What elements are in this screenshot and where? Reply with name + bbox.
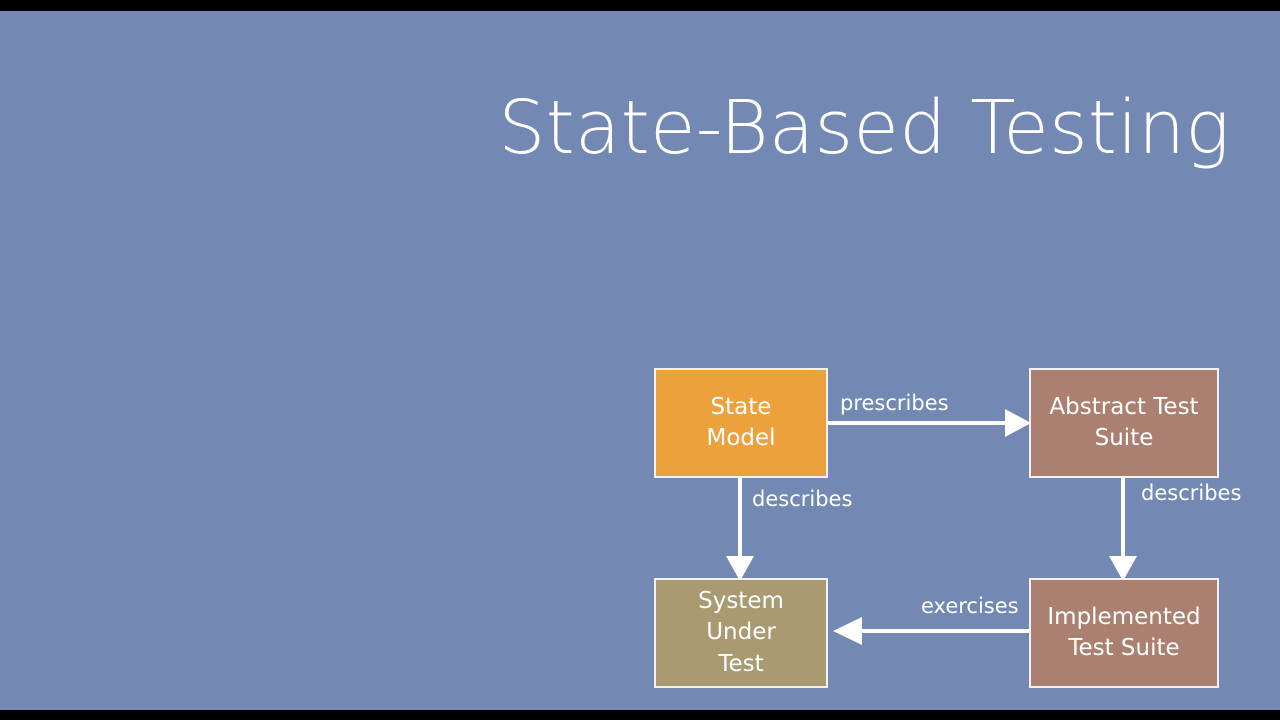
node-abstract-test-suite-label: Abstract Test Suite	[1049, 392, 1198, 454]
node-state-model-line2: Model	[706, 425, 776, 451]
node-system-under-test[interactable]: System Under Test	[654, 578, 828, 688]
node-system-under-test-label: System Under Test	[664, 586, 818, 679]
node-implemented-test-suite-line2: Test Suite	[1068, 635, 1180, 661]
node-abstract-test-suite[interactable]: Abstract Test Suite	[1029, 368, 1219, 478]
node-abstract-test-suite-line1: Abstract Test	[1049, 393, 1199, 420]
node-system-under-test-line2: Test	[718, 650, 764, 677]
node-implemented-test-suite-line1: Implemented	[1047, 603, 1201, 630]
edge-describes-left	[726, 478, 754, 581]
node-state-model-label: State Model	[706, 392, 775, 454]
state-based-testing-diagram: State Model Abstract Test Suite System U…	[0, 11, 1280, 710]
slide-canvas: State-Based Testing	[0, 11, 1280, 710]
node-system-under-test-line1: System Under	[698, 588, 784, 646]
edge-label-describes-left: describes	[752, 487, 853, 511]
letterbox-bottom	[0, 710, 1280, 720]
edge-label-exercises: exercises	[921, 594, 1019, 618]
edge-label-describes-right: describes	[1141, 481, 1242, 505]
letterbox-top	[0, 0, 1280, 11]
edge-describes-right	[1109, 478, 1137, 581]
node-implemented-test-suite[interactable]: Implemented Test Suite	[1029, 578, 1219, 688]
edge-label-prescribes: prescribes	[840, 391, 949, 415]
edge-exercises	[833, 617, 1029, 645]
node-state-model[interactable]: State Model	[654, 368, 828, 478]
node-abstract-test-suite-line2: Suite	[1094, 425, 1154, 451]
page-title: State-Based Testing	[498, 85, 1230, 171]
node-state-model-line1: State	[710, 393, 772, 420]
node-implemented-test-suite-label: Implemented Test Suite	[1047, 602, 1200, 664]
